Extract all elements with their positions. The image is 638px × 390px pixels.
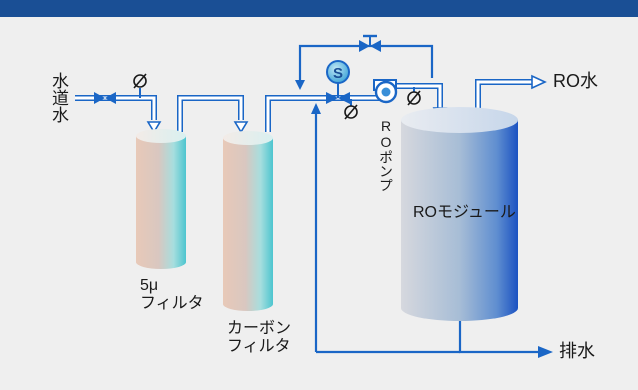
- filter-5u-label-line2: フィルタ: [140, 295, 204, 312]
- arrow-icon: [311, 103, 321, 114]
- solenoid-valve-icon: S: [326, 60, 350, 104]
- ro-module-label: ROモジュール: [413, 204, 516, 221]
- pump-icon: [373, 79, 398, 104]
- pressure-gauge-icon: [344, 99, 358, 120]
- solenoid-symbol: S: [333, 65, 343, 82]
- filter-5u-label-line1: 5μ: [140, 277, 159, 294]
- arrow-icon: [146, 121, 162, 134]
- carbon-filter-label-line1: カーボン: [227, 320, 292, 337]
- pressure-gauge-icon: [407, 87, 421, 106]
- header-bar: [0, 0, 638, 17]
- tap-water-label: 水道水: [49, 72, 68, 123]
- drain-label: 排水: [559, 341, 595, 361]
- arrow-icon: [531, 74, 547, 90]
- arrow-icon: [233, 121, 249, 134]
- carbon-filter-label-line2: フィルタ: [227, 338, 291, 355]
- ro-water-label: RO水: [553, 71, 598, 91]
- pipe-5u-to-carbon: [177, 95, 244, 132]
- pipe-ro-water: [475, 79, 532, 108]
- arrow-icon: [295, 80, 305, 90]
- gate-valve-icon: [359, 34, 381, 52]
- pressure-gauge-icon: [133, 73, 147, 98]
- filter-5u: [136, 129, 186, 269]
- gate-valve-icon: [94, 92, 116, 104]
- filter-carbon: [223, 131, 273, 311]
- arrow-icon: [538, 346, 553, 358]
- ro-module: [401, 107, 518, 321]
- ro-pump-label: ROポンプ: [378, 118, 394, 192]
